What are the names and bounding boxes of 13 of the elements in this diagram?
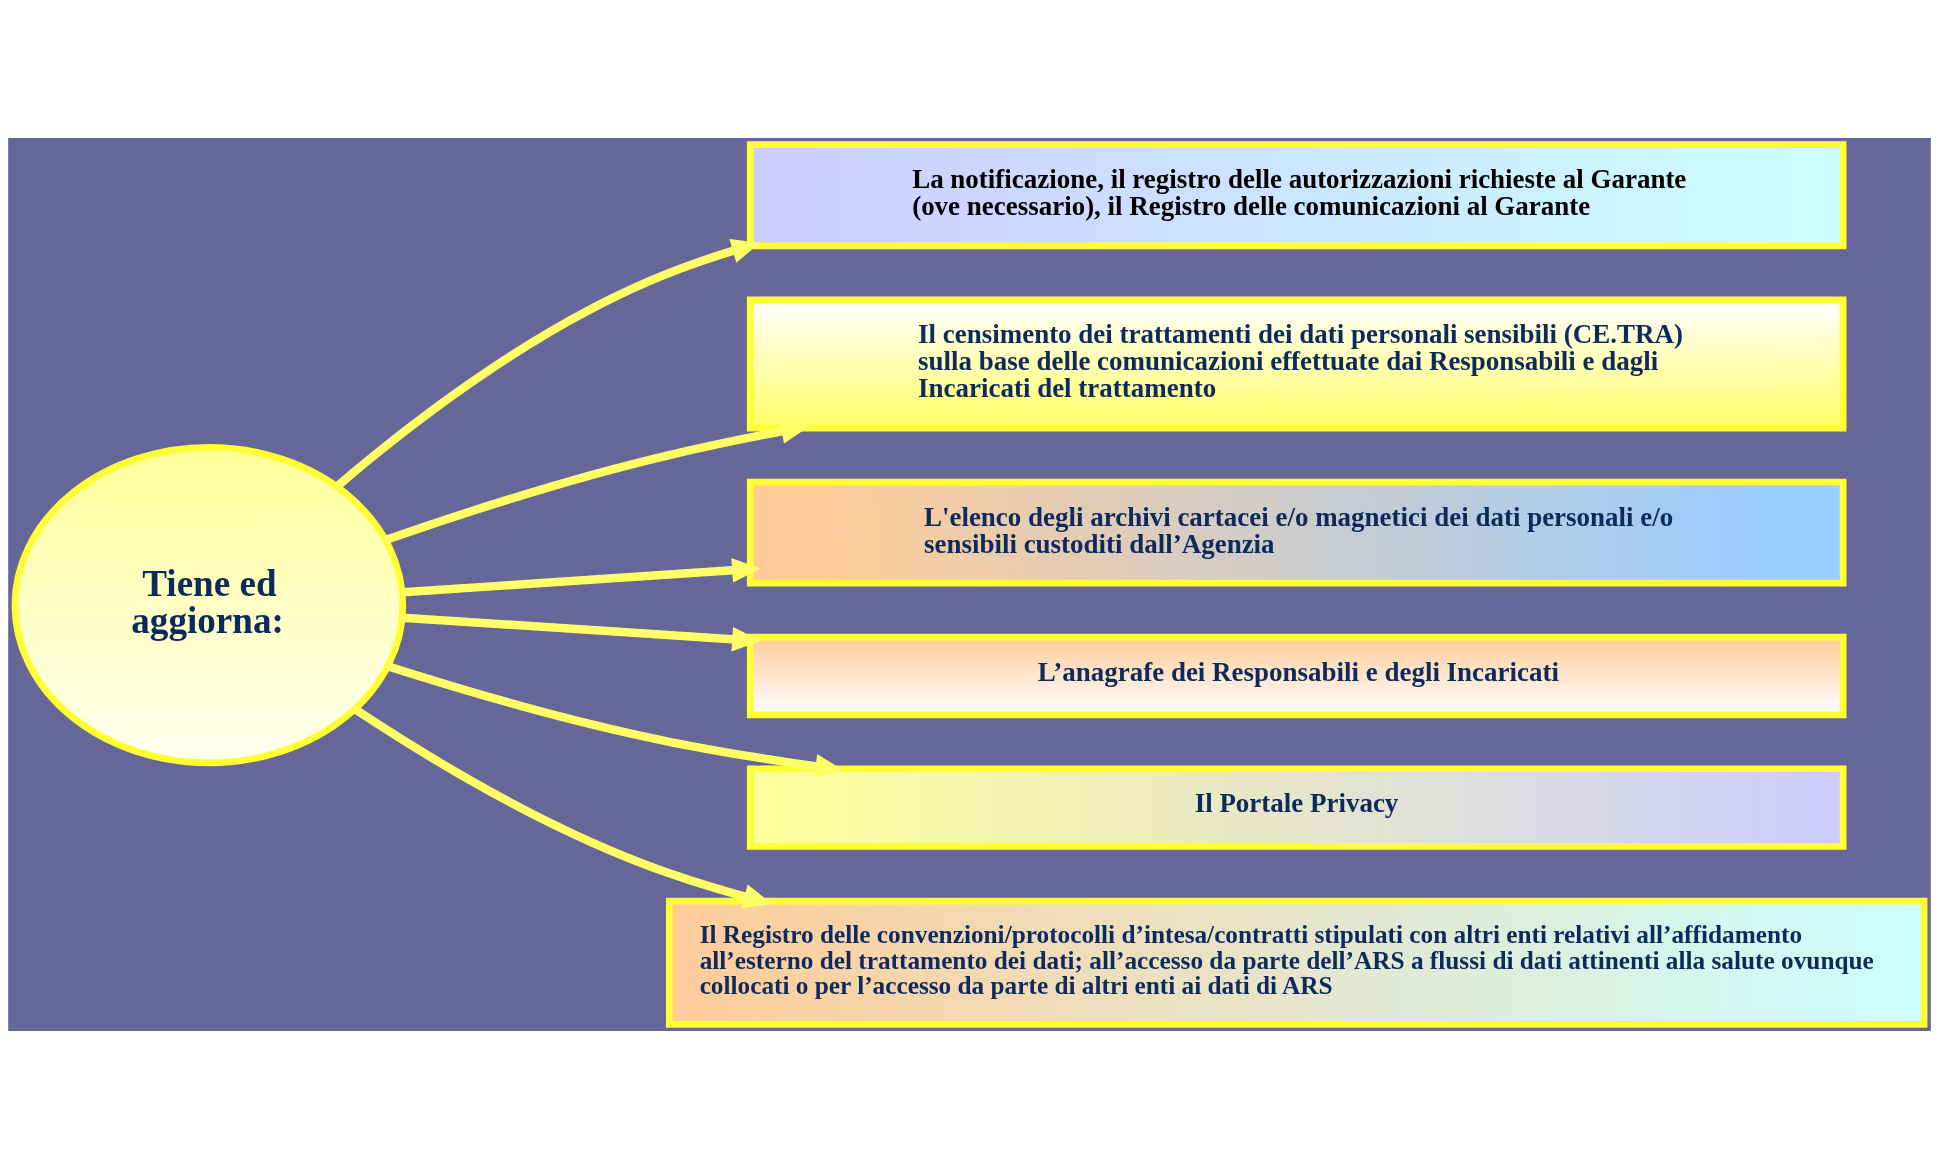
- node-box: Il Registro delle convenzioni/protocolli d’intesa/contratti stipulati con altri enti relativi all’affidamento all’esterno del trattamento dei dati; all’accesso da parte dell’ARS a flussi di dati attinenti alla salute ovunque collocati o per l’accesso da parte di altri enti ai dati di ARS: [665, 897, 1928, 1028]
- node-ellipse: Tiene ed aggiorna:: [11, 443, 407, 766]
- node-box: Il censimento dei trattamenti dei dati personali sensibili (CE.TRA) sulla base delle comunicazioni effettuate dai Responsabili e dagli Incaricati del trattamento: [746, 296, 1847, 431]
- arrow: [334, 238, 760, 490]
- node-box: L'elenco degli archivi cartacei e/o magnetici dei dati personali e/o sensibili custoditi dall’Agenzia: [746, 478, 1847, 587]
- node-box: Il Portale Privacy: [746, 764, 1847, 850]
- arrow: [384, 418, 810, 544]
- node-box: L’anagrafe dei Responsabili e degli Incaricati: [746, 633, 1847, 718]
- arrow: [402, 613, 761, 652]
- arrow: [402, 557, 761, 597]
- node-box: La notificazione, il registro delle autorizzazioni richieste al Garante (ove necessario), il Registro delle comunicazioni al Garante: [746, 140, 1847, 249]
- arrow: [386, 661, 844, 779]
- arrow: [352, 705, 772, 908]
